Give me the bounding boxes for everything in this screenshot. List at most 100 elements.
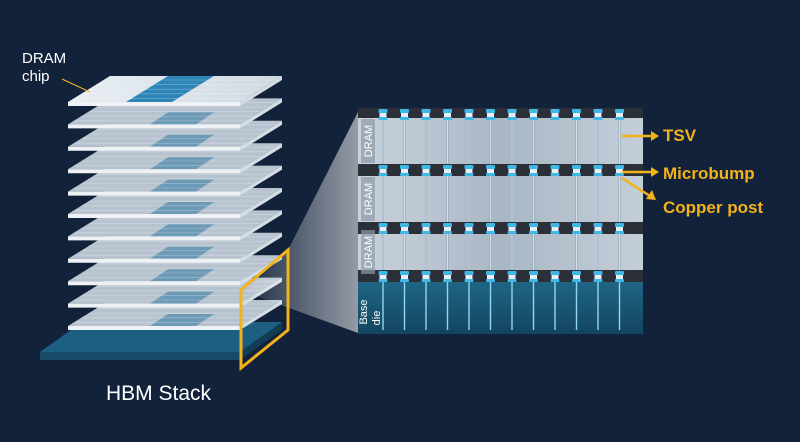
base-substrate-side: [40, 352, 240, 360]
microbump: [550, 271, 560, 275]
microbump: [486, 223, 495, 227]
copper-post: [594, 275, 602, 279]
microbump: [464, 223, 474, 227]
microbump: [400, 223, 409, 227]
microbump: [400, 117, 409, 120]
dram-chip-label: DRAM: [22, 50, 67, 67]
copper-post: [616, 169, 623, 173]
microbump: [507, 271, 517, 275]
copper-post: [379, 275, 387, 279]
dram-layer-edge: [68, 214, 240, 218]
dram-die-layer: [358, 118, 643, 164]
microbump: [421, 223, 431, 227]
microbump: [486, 231, 495, 234]
dram-layer-side: [240, 232, 282, 263]
dram-layer-edge: [68, 258, 240, 263]
microbump: [615, 223, 624, 227]
copper-post: [401, 275, 408, 279]
tsv-arrowhead: [651, 131, 659, 141]
microbump: [593, 173, 603, 176]
copper-post: [379, 227, 387, 231]
copper-post: [444, 275, 451, 279]
dram-layer-edge: [68, 169, 240, 174]
microbump: [529, 173, 538, 176]
dram-memory-bank: [150, 157, 214, 170]
copper-post: [508, 227, 516, 231]
bond-layer: [358, 108, 643, 118]
copper-post: [422, 227, 430, 231]
microbump: [443, 271, 452, 275]
microbump: [572, 117, 581, 120]
microbump: [443, 173, 452, 176]
dram-layer-side: [240, 98, 282, 129]
copper-post: [379, 169, 387, 173]
dram-layer-edge: [68, 102, 240, 106]
microbump: [443, 279, 452, 282]
microbump: [378, 279, 388, 282]
dram-memory-bank: [150, 179, 214, 192]
microbump: [443, 109, 452, 113]
copper-post: [487, 275, 494, 279]
microbump: [378, 231, 388, 234]
microbump: [615, 117, 624, 120]
dram-label-bg: [361, 230, 375, 274]
dram-die-label: DRAM: [363, 183, 375, 215]
microbump: [593, 117, 603, 120]
microbump: [529, 109, 538, 113]
copper-post: [573, 275, 580, 279]
dram-layer-side: [240, 300, 282, 330]
zoom-beam: [245, 112, 358, 333]
microbump: [378, 271, 388, 275]
copper-post: [465, 113, 473, 117]
microbump: [572, 271, 581, 275]
microbump: [400, 173, 409, 176]
copper-post: [444, 227, 451, 231]
microbump: [529, 231, 538, 234]
microbump: [507, 109, 517, 113]
copper-post: [573, 169, 580, 173]
base-die-label: Base: [358, 299, 370, 324]
microbump: [593, 231, 603, 234]
microbump: [464, 109, 474, 113]
microbump: [421, 173, 431, 176]
dram-layer-side: [240, 210, 282, 241]
copper-post-arrow: [621, 176, 651, 198]
microbump: [550, 173, 560, 176]
dram-layer-side: [240, 165, 282, 196]
microbump: [572, 223, 581, 227]
dram-die-layer: [358, 176, 643, 222]
copper-post: [444, 113, 451, 117]
microbump: [486, 165, 495, 169]
dram-layer-edge: [68, 303, 240, 308]
microbump: [529, 165, 538, 169]
microbump: [464, 117, 474, 120]
dram-layer-edge: [68, 326, 240, 330]
microbump: [615, 173, 624, 176]
microbump: [507, 173, 517, 176]
dram-label-bg: [361, 119, 375, 163]
base-die-layer: [358, 282, 643, 334]
microbump: [572, 109, 581, 113]
copper-post: [379, 113, 387, 117]
microbump: [486, 109, 495, 113]
microbump: [572, 231, 581, 234]
microbump: [464, 279, 474, 282]
copper-post: [594, 169, 602, 173]
copper-post-arrowhead: [646, 190, 656, 200]
copper-post: [616, 227, 623, 231]
microbump: [550, 165, 560, 169]
dram-layer-side: [240, 188, 282, 218]
microbump: [529, 117, 538, 120]
copper-post: [551, 275, 559, 279]
copper-post: [422, 275, 430, 279]
microbump: [529, 223, 538, 227]
microbump: [507, 117, 517, 120]
dram-layer-edge: [68, 236, 240, 241]
microbump: [593, 223, 603, 227]
microbump: [421, 279, 431, 282]
microbump: [464, 271, 474, 275]
microbump: [615, 165, 624, 169]
dram-memory-bank: [150, 291, 214, 304]
microbump: [593, 109, 603, 113]
